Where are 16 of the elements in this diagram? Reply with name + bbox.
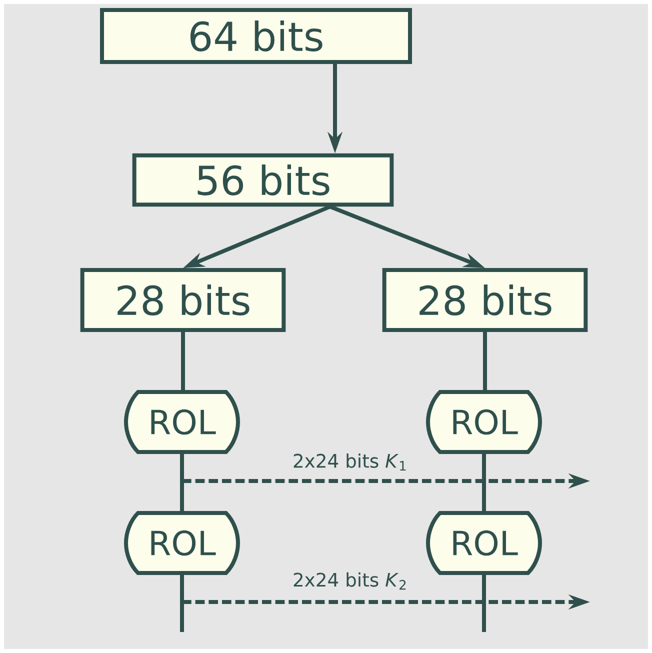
connector-line: [483, 332, 487, 392]
process-box: 64 bits: [100, 8, 412, 64]
rol-box: ROL: [124, 511, 240, 575]
connector-line: [180, 452, 184, 513]
process-box: 56 bits: [132, 153, 394, 207]
process-box: 28 bits: [382, 268, 588, 332]
edge-label: 2x24 bits K$_{1}$: [294, 453, 406, 471]
rol-box: ROL: [124, 390, 240, 454]
connector-line: [482, 452, 486, 513]
rol-box: ROL: [426, 511, 542, 575]
connector-line: [482, 573, 486, 632]
process-box: 28 bits: [80, 268, 286, 332]
rol-box: ROL: [426, 390, 542, 454]
connector-line: [181, 332, 185, 392]
connector-line: [180, 573, 184, 632]
edge-label: 2x24 bits K$_{2}$: [294, 572, 406, 590]
